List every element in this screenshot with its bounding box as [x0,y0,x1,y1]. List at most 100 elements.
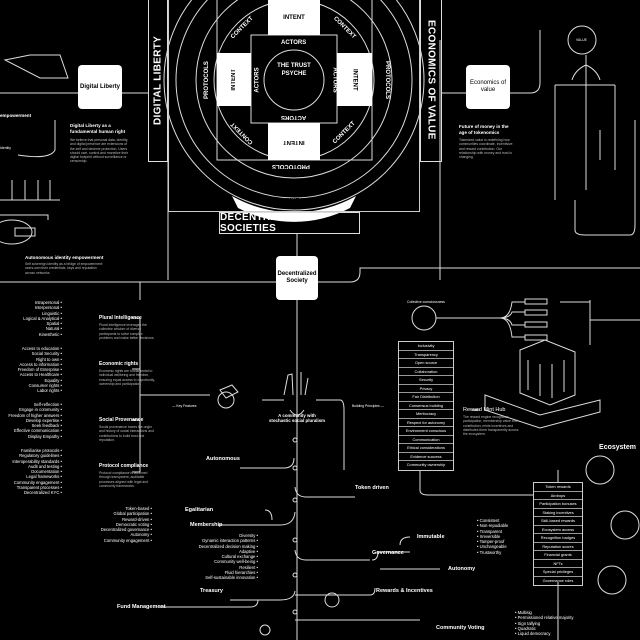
list-item: Fluid hierarchies [199,570,258,575]
list-item: Inclusivity [399,342,453,351]
branch-rewards[interactable]: Rewards & Incentives [376,588,433,594]
list-item: Airdrops [534,492,582,500]
group-title[interactable]: Economic rights [99,361,139,367]
decentralized-societies-title: DECENTRALIZED SOCIETIES [220,212,309,234]
building-principles-label: Building Principles — [352,404,385,408]
value-label: VALUE [576,38,587,42]
intent-left-label: INTENT [231,68,237,91]
list-item: Spatial [23,321,62,326]
list-item: Fair Distribution [399,393,453,402]
list-item: Dynamic interaction patterns [199,538,258,543]
list-item: Transparency [399,351,453,359]
actors-top: ACTORS [281,40,307,46]
protocols-left: PROTOCOLS [203,61,210,99]
ecosystem-label: Ecosystem [598,444,637,452]
digital-liberty-heading: Digital Liberty as a fundamental human r… [70,123,126,134]
protocols-right: PROTOCOLS [383,61,390,99]
list-item: Community well-being [199,559,258,564]
trust-psyche-core: THE TRUST PSYCHE [277,63,311,77]
list-item: Transparent processes [12,485,62,490]
governance-arc: GOVERNANCE [270,196,314,202]
list-item: NFTs [534,560,582,568]
branch-fund-management[interactable]: Fund Management [117,604,166,610]
intent-right: INTENT [337,53,372,106]
list-item: Recognition badges [534,534,582,543]
economics-body: Tokenized value is redefining how commun… [459,138,513,160]
list-item: Cultural exchange [199,554,258,559]
list-item: Financial grants [534,551,582,560]
group-title[interactable]: Protocol compliance [99,463,149,469]
list-item: Right to own [18,357,62,362]
branch-egalitarian[interactable]: Egalitarian [185,507,214,513]
list-item: Reward-driven [101,517,152,522]
list-item: Interpersonal [23,305,62,310]
group-leaves: IntrapersonalInterpersonalLinguisticLogi… [23,300,62,337]
digital-liberty-node[interactable]: Digital Liberty [78,65,122,109]
digital-liberty-body: We believe that personal data, identity,… [70,138,129,164]
group-leaves: Familiarise protocolsRegulatory guidelin… [12,448,62,496]
list-item: Diversity [199,533,258,538]
list-item: Trustworthy [477,550,508,555]
branch-treasury[interactable]: Treasury [200,588,223,594]
list-item: Democratic voting [101,522,152,527]
list-item: Natural [23,326,62,331]
decentralized-society-node[interactable]: Decentralized Society [276,256,318,300]
list-item: Community ownership [406,462,446,467]
list-item: Non-repudiable [477,523,509,528]
economics-title: ECONOMICS OF VALUE [425,20,437,140]
list-item: Collaboration [399,368,453,376]
group-description: Plural intelligence leverages the collec… [99,323,155,340]
list-item: Privacy [399,385,453,393]
list-item: Consumer rights [18,383,62,388]
list-item: Familiarise protocols [12,448,62,453]
intent-bottom: INTENT [268,123,320,160]
branch-autonomy[interactable]: Autonomy [448,566,476,572]
list-item: Interoperability standards [12,459,62,464]
list-item: Develop expertise [8,418,62,423]
list-item: Decentralized governance [101,527,152,532]
digital-liberty-title: DIGITAL LIBERTY [152,35,164,125]
branch-community-voting[interactable]: Community Voting [436,625,485,631]
list-item: Token rewards [534,483,582,492]
branch-governance[interactable]: Governance [372,550,404,556]
economics-heading: Future of money in the age of tokenomics [459,124,509,135]
digital-liberty-panel: DIGITAL LIBERTY [148,0,168,162]
list-item: Global participation [101,511,152,516]
list-item: Quadratic [515,626,574,631]
empowerment-label: empowerment [0,113,32,118]
branch-token-driven[interactable]: Token driven [355,485,389,491]
collective-consciousness-label: Collective consciousness [407,300,445,304]
list-item: Liquid democracy [515,631,574,636]
list-item: Ecosystem access [534,526,582,534]
branch-autonomous[interactable]: Autonomous [206,456,240,462]
group-leaves: Self-reflectionEngage in communityFreedo… [8,402,62,439]
list-item: Tamper-proof [477,539,508,544]
list-item: Skill-based rewards [534,517,582,526]
actors-right: ACTORS [331,67,338,93]
intent-bottom-label: INTENT [283,138,305,145]
list-item: Governance roles [542,577,574,583]
list-item: Security [399,376,453,385]
branch-immutable[interactable]: Immutable [417,534,445,540]
protocols-bottom: PROTOCOLS [272,163,310,169]
list-item: Community engagement [101,538,152,543]
list-item: Engage in community [8,407,62,412]
actors-left: ACTORS [254,67,261,93]
immutable-leaves: ConsistentNon-repudiableTransparentIrrev… [477,518,509,555]
list-item: Documentation [12,469,62,474]
list-item: Access to information [18,362,62,367]
list-item: Audit and testing [12,464,62,469]
list-item: Special privileges [534,568,582,577]
list-item: Freedom of higher answers [8,413,62,418]
group-title[interactable]: Plural Intelligence [99,315,142,321]
voting-leaves: MultisigPermissioned relative majoritySi… [515,610,574,636]
list-item: Sign tallying [515,621,574,626]
list-item: Ethical considerations [399,444,453,453]
list-item: Irreversible [477,534,508,539]
list-item: Staking incentives [534,509,582,517]
group-title[interactable]: Social Provenance [99,417,144,423]
branch-membership[interactable]: Membership [190,522,223,528]
list-item: Equality [18,378,62,383]
economics-node[interactable]: Economics of value [466,65,510,109]
